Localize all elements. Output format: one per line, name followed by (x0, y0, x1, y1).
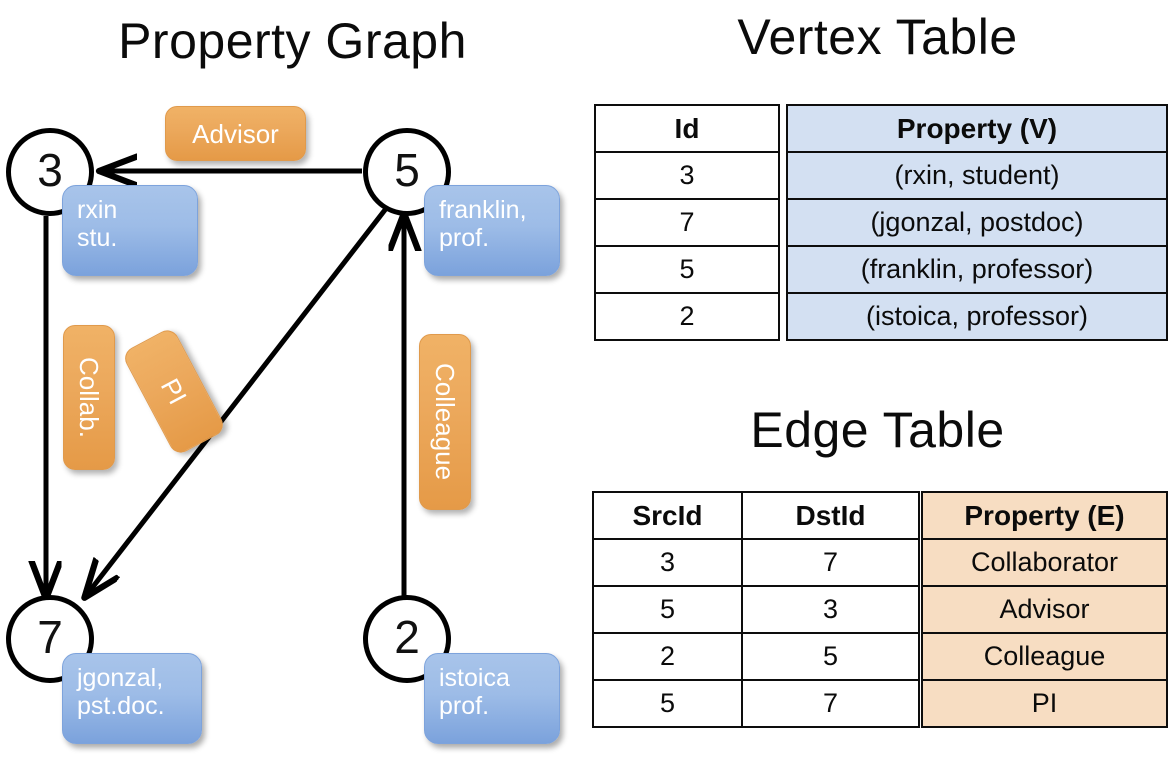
node-property-line-1: istoica (439, 664, 510, 692)
table-row[interactable]: (franklin, professor) (786, 245, 1168, 294)
edge-label-pi-text: PI (154, 373, 194, 410)
node-property-line-2: prof. (439, 692, 490, 720)
graph-node-7-label: 7 (37, 611, 63, 663)
edge-property-cell: PI (921, 679, 1168, 728)
vertex-property-cell: (rxin, student) (786, 151, 1168, 200)
table-row[interactable]: 2 5 (592, 632, 920, 681)
section-title-edge-table: Edge Table (750, 402, 1005, 458)
edge-label-colleague: Colleague (419, 334, 471, 510)
graph-node-2-label: 2 (394, 611, 420, 663)
edge-table-header-property: Property (E) (921, 491, 1168, 540)
node-property-line-1: franklin, (439, 196, 527, 224)
vertex-id-cell: 5 (594, 245, 780, 294)
node-property-bubble-5: franklin, prof. (424, 185, 560, 276)
table-row[interactable]: 5 (594, 245, 780, 294)
edge-dstid-cell: 7 (741, 538, 920, 587)
table-header-row: SrcId DstId (592, 491, 920, 540)
vertex-property-cell: (franklin, professor) (786, 245, 1168, 294)
table-row[interactable]: (jgonzal, postdoc) (786, 198, 1168, 247)
edge-dstid-cell: 7 (741, 679, 920, 728)
edge-srcid-cell: 5 (592, 679, 743, 728)
vertex-property-cell: (jgonzal, postdoc) (786, 198, 1168, 247)
edge-srcid-cell: 2 (592, 632, 743, 681)
node-property-bubble-2: istoica prof. (424, 653, 560, 744)
table-row[interactable]: 7 (594, 198, 780, 247)
edge-dstid-cell: 3 (741, 585, 920, 634)
table-row[interactable]: 5 7 (592, 679, 920, 728)
table-row[interactable]: (rxin, student) (786, 151, 1168, 200)
vertex-id-cell: 3 (594, 151, 780, 200)
node-property-bubble-3: rxin stu. (62, 185, 198, 276)
table-header-row: Property (V) (786, 104, 1168, 153)
edge-property-cell: Colleague (921, 632, 1168, 681)
vertex-table-header-property: Property (V) (786, 104, 1168, 153)
edge-dstid-cell: 5 (741, 632, 920, 681)
graph-edges-svg (0, 0, 585, 760)
edge-arrow-5-to-7 (85, 204, 390, 597)
vertex-table-property-column: Property (V) (rxin, student) (jgonzal, p… (786, 104, 1168, 341)
edge-table-header-dstid: DstId (741, 491, 920, 540)
table-row[interactable]: Advisor (921, 585, 1168, 634)
table-row[interactable]: Colleague (921, 632, 1168, 681)
table-header-row: Property (E) (921, 491, 1168, 540)
edge-srcid-cell: 5 (592, 585, 743, 634)
node-property-line-2: pst.doc. (77, 692, 165, 720)
table-row[interactable]: PI (921, 679, 1168, 728)
graph-node-3-label: 3 (37, 144, 63, 196)
table-row[interactable]: 3 (594, 151, 780, 200)
vertex-id-cell: 2 (594, 292, 780, 341)
edge-label-collab: Collab. (63, 325, 115, 470)
edge-label-advisor-text: Advisor (192, 118, 279, 149)
vertex-table-id-column: Id 3 7 5 2 (594, 104, 780, 341)
edge-table-header-srcid: SrcId (592, 491, 743, 540)
node-property-line-2: stu. (77, 224, 118, 252)
edge-table-property-column: Property (E) Collaborator Advisor Collea… (921, 491, 1168, 728)
property-graph-diagram: 3 5 7 2 rxin stu. franklin, prof. jgonza… (0, 0, 585, 760)
graph-node-2[interactable]: 2 (363, 595, 451, 683)
table-row[interactable]: 5 3 (592, 585, 920, 634)
edge-label-collab-text: Collab. (74, 357, 104, 438)
vertex-id-cell: 7 (594, 198, 780, 247)
edge-property-cell: Collaborator (921, 538, 1168, 587)
edge-table-id-columns: SrcId DstId 3 7 5 3 2 5 5 7 (592, 491, 920, 728)
table-row[interactable]: 3 7 (592, 538, 920, 587)
vertex-property-cell: (istoica, professor) (786, 292, 1168, 341)
edge-label-advisor: Advisor (165, 106, 306, 161)
edge-srcid-cell: 3 (592, 538, 743, 587)
section-title-vertex-table: Vertex Table (737, 9, 1018, 65)
node-property-bubble-7: jgonzal, pst.doc. (62, 653, 202, 744)
node-property-line-2: prof. (439, 224, 490, 252)
graph-node-5-label: 5 (394, 144, 420, 196)
node-property-line-1: rxin (77, 196, 118, 224)
table-row[interactable]: 2 (594, 292, 780, 341)
edge-label-colleague-text: Colleague (430, 363, 460, 481)
table-header-row: Id (594, 104, 780, 153)
edge-property-cell: Advisor (921, 585, 1168, 634)
vertex-table-header-id: Id (594, 104, 780, 153)
table-row[interactable]: Collaborator (921, 538, 1168, 587)
page-title-property-graph: Property Graph (118, 13, 467, 69)
table-row[interactable]: (istoica, professor) (786, 292, 1168, 341)
node-property-line-1: jgonzal, (77, 664, 164, 692)
